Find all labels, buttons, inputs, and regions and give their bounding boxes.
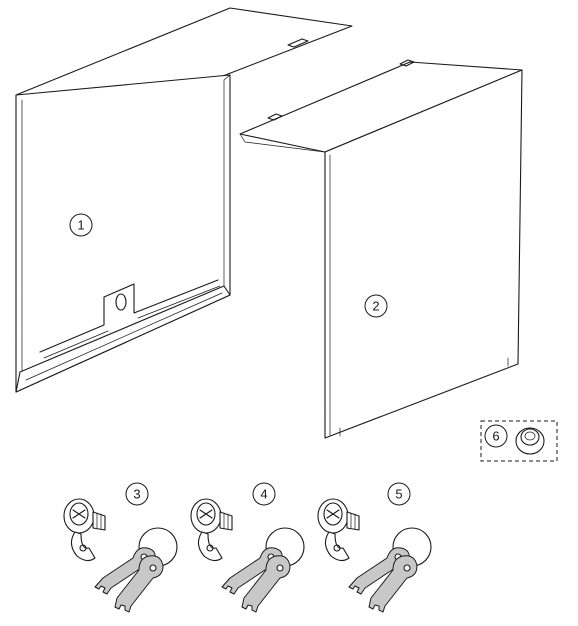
enclosure-base-part-1: 1 [15,7,353,393]
callout-4: 4 [252,482,276,506]
callout-6: 6 [484,424,508,448]
callout-3: 3 [125,482,149,506]
lockset-part-3 [63,498,178,613]
grommet-part-6: 6 [480,420,558,462]
callout-3-label: 3 [133,487,140,502]
lockset-part-5 [317,498,432,613]
callout-4-label: 4 [260,487,267,502]
callout-6-label: 6 [492,429,499,444]
callout-2-label: 2 [372,299,379,314]
lockset-part-4 [190,498,305,613]
callout-5-label: 5 [395,487,402,502]
callout-5: 5 [387,482,411,506]
cover-part-2: 2 [239,59,523,439]
callout-1: 1 [69,213,93,237]
callout-1-label: 1 [77,218,84,233]
callout-2: 2 [364,294,388,318]
